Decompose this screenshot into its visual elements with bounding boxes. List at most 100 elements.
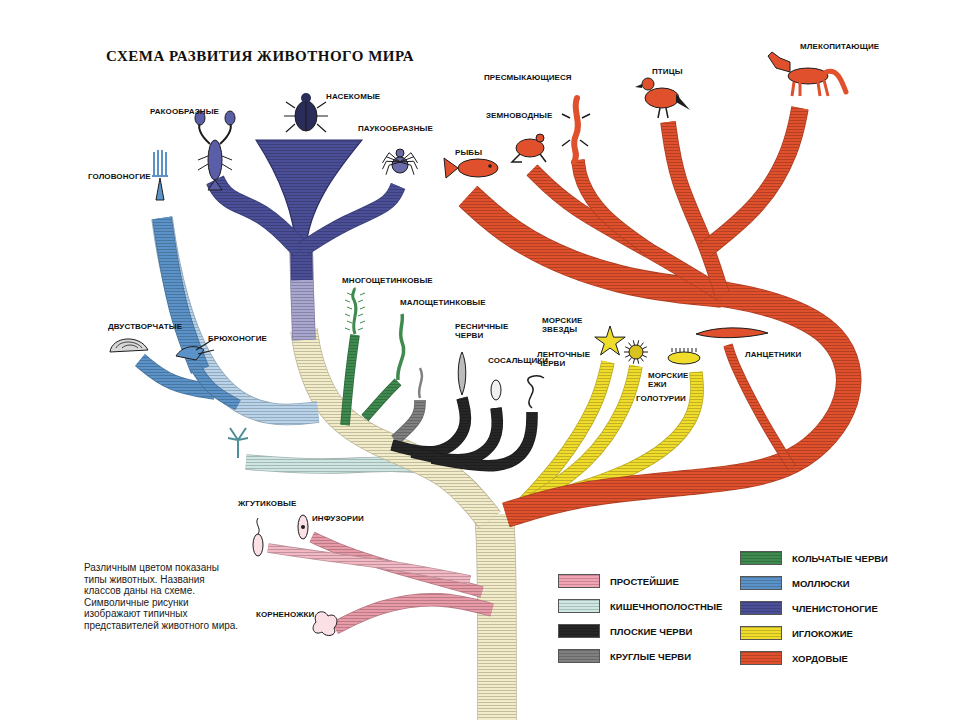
holothurian-icon	[676, 348, 677, 352]
class-label: МАЛОЩЕТИНКОВЫЕ	[400, 298, 486, 307]
branch-stripes	[432, 412, 532, 466]
legend-swatch	[558, 599, 600, 613]
legend-item: ХОРДОВЫЕ	[740, 651, 848, 665]
mammal-icon	[788, 68, 828, 84]
branch-stripes	[728, 345, 792, 468]
cephalopod-icon	[156, 178, 164, 200]
holothurian-icon	[688, 348, 689, 352]
branch	[301, 186, 398, 250]
urchin-icon	[624, 352, 629, 353]
urchin-icon	[625, 347, 630, 349]
class-label: МЛЕКОПИТАЮЩИЕ	[800, 42, 879, 51]
branch-edge	[432, 412, 532, 466]
holothurian-icon	[668, 352, 700, 364]
branch	[432, 412, 532, 466]
urchin-icon	[629, 357, 632, 361]
branch	[345, 335, 355, 425]
branch-stripes	[395, 400, 420, 440]
branch-edge	[392, 398, 466, 452]
branch	[335, 600, 492, 628]
branch-edge	[335, 600, 492, 628]
urchin-icon	[640, 343, 643, 347]
legend-text: ПЛОСКИЕ ЧЕРВИ	[610, 626, 692, 637]
branch-edge	[705, 108, 800, 250]
urchin-icon	[640, 357, 643, 361]
class-label: ИНФУЗОРИИ	[312, 514, 364, 523]
branch	[728, 345, 792, 468]
legend-swatch	[558, 574, 600, 588]
polychaete-icon	[347, 307, 365, 309]
oligochaete-icon	[398, 314, 404, 380]
lizard-icon	[562, 114, 590, 146]
branch-stripes	[705, 108, 800, 250]
legend-item: ПРОСТЕЙШИЕ	[558, 574, 679, 588]
class-label: ПРЕСМЫКАЮЩИЕСЯ	[484, 73, 572, 82]
legend-text: ХОРДОВЫЕ	[792, 653, 848, 664]
branch-stripes	[335, 600, 492, 628]
bird-icon	[658, 108, 668, 118]
branch-edge	[412, 408, 497, 460]
legend-swatch	[740, 551, 782, 565]
flagellate-icon	[253, 534, 263, 556]
branch	[301, 240, 304, 340]
tapeworm-icon	[528, 376, 544, 408]
note-text: Различным цветом показаны типы животных.…	[84, 562, 242, 631]
branch-stripes	[365, 382, 398, 418]
tree	[140, 108, 849, 720]
fish-icon	[444, 158, 458, 178]
urchin-icon	[629, 343, 632, 347]
polychaete-icon	[353, 288, 356, 334]
starfish-icon	[595, 326, 625, 355]
arachnid-icon	[386, 162, 400, 175]
branch-edge	[196, 368, 238, 405]
branch	[412, 408, 497, 460]
branch	[365, 382, 398, 418]
branch-edge	[395, 400, 420, 440]
class-label: КОРНЕНОЖКИ	[256, 610, 314, 619]
legend-swatch	[740, 576, 782, 590]
branch-stripes	[215, 180, 301, 250]
urchin-icon	[625, 355, 630, 357]
branch-stripes	[345, 335, 355, 425]
mammal-icon	[792, 80, 828, 96]
urchin-icon	[642, 347, 647, 349]
fish-icon	[458, 159, 498, 177]
legend-item: КИШЕЧНОПОЛОСТНЫЕ	[558, 599, 722, 613]
branch-edge	[301, 186, 398, 250]
legend-item: ЧЛЕНИСТОНОГИЕ	[740, 601, 878, 615]
mammal-icon	[826, 71, 846, 92]
insect-icon	[284, 101, 328, 132]
urchin-icon	[633, 359, 634, 364]
class-label: БРЮХОНОГИЕ	[208, 334, 267, 343]
class-label: ГОЛОТУРИИ	[636, 394, 686, 403]
branch	[506, 294, 849, 515]
legend-text: ИГЛОКОЖИЕ	[792, 628, 853, 639]
branch	[215, 180, 301, 250]
class-label: РЕСНИЧНЫЕ ЧЕРВИ	[455, 322, 510, 340]
bivalve-icon	[110, 339, 148, 352]
legend-item: КОЛЬЧАТЫЕ ЧЕРВИ	[740, 551, 888, 565]
branch-stripes	[301, 186, 398, 250]
branch-edge	[365, 382, 398, 418]
legend-text: КИШЕЧНОПОЛОСТНЫЕ	[610, 601, 722, 612]
fluke-icon	[491, 380, 501, 400]
planarian-icon	[458, 352, 466, 395]
legend-swatch	[740, 601, 782, 615]
branch	[668, 122, 722, 294]
branch	[268, 548, 470, 580]
polychaete-icon	[347, 293, 365, 295]
branch-edge	[668, 122, 722, 294]
urchin-icon	[629, 345, 643, 359]
legend-item: КРУГЛЫЕ ЧЕРВИ	[558, 649, 691, 663]
urchin-icon	[642, 355, 647, 357]
crustacean-icon	[225, 111, 235, 125]
bird-icon	[645, 88, 679, 108]
frog-icon	[512, 154, 546, 162]
legend-text: ПРОСТЕЙШИЕ	[610, 576, 679, 587]
branch-stripes	[304, 330, 490, 520]
branch	[578, 160, 650, 250]
branch-edge	[268, 548, 470, 580]
lizard-icon	[574, 98, 578, 162]
branch-edge	[578, 160, 650, 250]
